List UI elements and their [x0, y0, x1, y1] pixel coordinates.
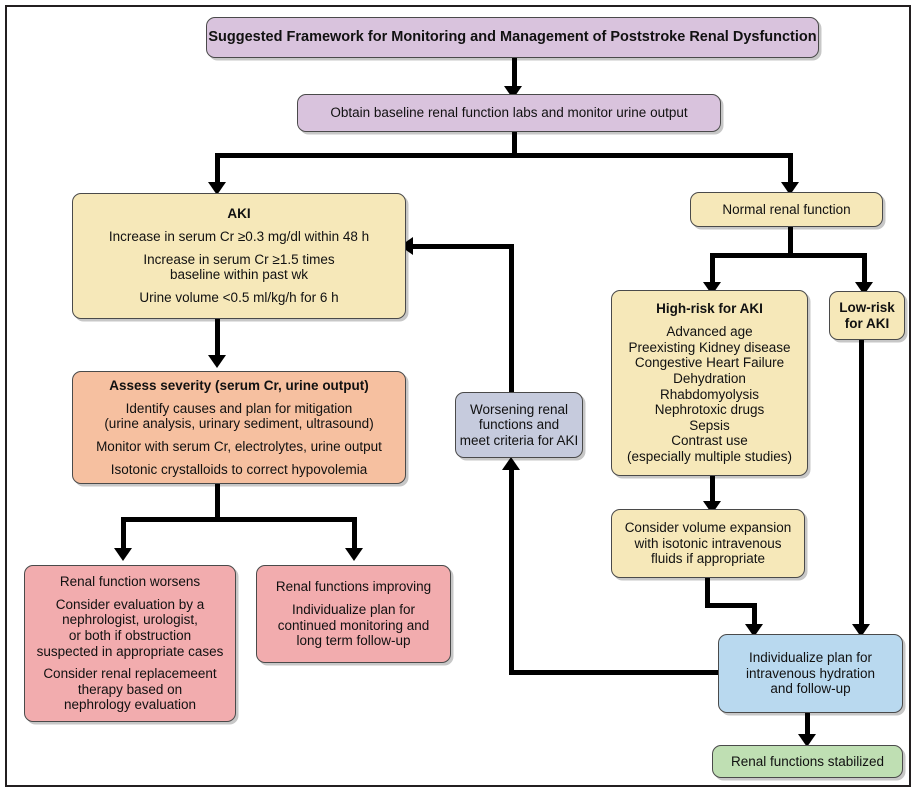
connector-assess-stem: [215, 484, 220, 521]
node-high-risk-item-7: Sepsis: [689, 417, 730, 433]
connector-plan-to-stabilized: [805, 713, 810, 740]
node-worsens-line-1: Renal function worsens: [59, 573, 201, 589]
connector-volume-elbow: [705, 603, 757, 608]
connector-low-risk-to-plan: [859, 340, 864, 632]
connector-feedback-vertical: [509, 244, 514, 392]
node-low-risk-line-1: Low-risk: [839, 299, 895, 315]
arrowhead-plan-to-stabilized: [798, 734, 816, 747]
node-renal-functions-stabilized[interactable]: Renal functions stabilized: [712, 745, 903, 778]
node-worsens-line-2: Consider evaluation by a: [55, 596, 205, 612]
node-renal-functions-improving[interactable]: Renal functions improving Individualize …: [256, 565, 451, 663]
node-high-risk-item-3: Congestive Heart Failure: [634, 355, 785, 371]
node-high-risk-for-aki[interactable]: High-risk for AKI Advanced age Preexisti…: [611, 290, 808, 476]
node-worsening-criteria-line-3: meet criteria for AKI: [459, 432, 579, 448]
node-assess-line-1: Identify causes and plan for mitigation: [125, 400, 353, 416]
node-individualize-plan[interactable]: Individualize plan for intravenous hydra…: [718, 634, 903, 713]
connector-baseline-split-bar: [215, 153, 793, 158]
node-worsens-line-4: or both if obstruction: [68, 627, 192, 643]
node-high-risk-heading: High-risk for AKI: [656, 301, 763, 317]
node-assess-heading: Assess severity (serum Cr, urine output): [109, 377, 369, 393]
connector-to-aki: [215, 153, 220, 188]
connector-normal-stem: [788, 227, 793, 257]
node-obtain-baseline-text: Obtain baseline renal function labs and …: [330, 105, 688, 121]
node-low-risk-line-2: for AKI: [844, 315, 890, 331]
node-high-risk-item-5: Rhabdomyolysis: [659, 386, 760, 402]
connector-volume-stem: [705, 578, 710, 608]
node-obtain-baseline[interactable]: Obtain baseline renal function labs and …: [297, 94, 721, 132]
node-worsens-line-7: therapy based on: [77, 681, 183, 697]
node-worsens-line-5: suspected in appropriate cases: [36, 643, 224, 659]
connector-plan-feedback-horizontal: [509, 670, 721, 675]
arrowhead-volume-to-plan: [745, 624, 763, 637]
node-worsens-line-6: Consider renal replacemeent: [43, 666, 217, 682]
node-worsening-criteria-line-1: Worsening renal: [469, 401, 569, 417]
node-worsening-criteria-line-2: functions and: [478, 417, 560, 433]
node-worsening-criteria[interactable]: Worsening renal functions and meet crite…: [455, 392, 583, 458]
arrowhead-to-aki: [208, 182, 226, 195]
node-assess-line-3: Monitor with serum Cr, electrolytes, uri…: [96, 438, 382, 454]
arrowhead-aki-to-assess: [208, 355, 226, 368]
node-low-risk-for-aki[interactable]: Low-risk for AKI: [829, 291, 905, 340]
node-normal-renal-function[interactable]: Normal renal function: [690, 192, 883, 227]
node-aki-line-3: baseline within past wk: [169, 267, 309, 283]
node-high-risk-item-9: (especially multiple studies): [626, 449, 793, 465]
node-individualize-line-1: Individualize plan for: [748, 650, 873, 666]
node-high-risk-item-8: Contrast use: [671, 433, 748, 449]
connector-plan-feedback-vertical: [509, 468, 514, 675]
connector-to-low-risk: [862, 253, 867, 287]
connector-baseline-stem: [512, 131, 517, 158]
arrowhead-to-normal: [781, 182, 799, 195]
node-improving-line-3: continued monitoring and: [277, 617, 430, 633]
node-aki-heading: AKI: [227, 206, 251, 222]
node-improving-line-4: long term follow-up: [296, 633, 411, 649]
node-high-risk-item-2: Preexisting Kidney disease: [628, 339, 791, 355]
node-high-risk-item-4: Dehydration: [673, 370, 746, 386]
node-stabilized-text: Renal functions stabilized: [730, 753, 885, 769]
connector-volume-drop: [752, 603, 757, 629]
node-title[interactable]: Suggested Framework for Monitoring and M…: [206, 17, 819, 58]
node-consider-volume-expansion[interactable]: Consider volume expansion with isotonic …: [611, 509, 805, 578]
node-aki[interactable]: AKI Increase in serum Cr ≥0.3 mg/dl with…: [72, 193, 406, 319]
node-volume-line-2: with isotonic intravenous: [634, 535, 782, 551]
connector-aki-to-assess: [215, 318, 220, 360]
connector-to-improving: [352, 517, 357, 553]
connector-high-risk-to-volume: [710, 476, 715, 506]
connector-to-worsens: [121, 517, 126, 553]
node-individualize-line-3: and follow-up: [770, 681, 851, 697]
connector-title-to-baseline: [512, 57, 517, 93]
connector-to-normal: [788, 153, 793, 188]
arrowhead-to-improving: [345, 548, 363, 561]
node-assess-severity[interactable]: Assess severity (serum Cr, urine output)…: [72, 371, 406, 484]
node-worsens-line-3: nephrologist, urologist,: [62, 612, 198, 628]
node-worsens-line-8: nephrology evaluation: [63, 697, 197, 713]
node-normal-text: Normal renal function: [722, 201, 851, 217]
connector-feedback-horizontal: [412, 244, 512, 249]
node-individualize-line-2: intravenous hydration: [745, 665, 876, 681]
node-volume-line-1: Consider volume expansion: [624, 520, 792, 536]
node-volume-line-3: fluids if appropriate: [650, 551, 766, 567]
node-renal-function-worsens[interactable]: Renal function worsens Consider evaluati…: [24, 565, 236, 722]
node-assess-line-4: Isotonic crystalloids to correct hypovol…: [110, 461, 368, 477]
arrowhead-plan-feedback-up: [502, 457, 520, 470]
arrowhead-low-risk-to-plan: [852, 624, 870, 637]
arrowhead-to-worsens: [114, 548, 132, 561]
node-aki-line-2: Increase in serum Cr ≥1.5 times: [143, 251, 335, 267]
node-high-risk-item-1: Advanced age: [666, 323, 753, 339]
node-improving-line-2: Individualize plan for: [291, 601, 416, 617]
node-high-risk-item-6: Nephrotoxic drugs: [654, 402, 765, 418]
node-aki-line-1: Increase in serum Cr ≥0.3 mg/dl within 4…: [108, 229, 370, 244]
connector-assess-split-bar: [121, 517, 357, 522]
connector-to-high-risk: [710, 253, 715, 287]
node-improving-line-1: Renal functions improving: [275, 579, 432, 595]
connector-normal-split-bar: [710, 253, 867, 258]
node-assess-line-2: (urine analysis, urinary sediment, ultra…: [104, 416, 374, 432]
node-title-text: Suggested Framework for Monitoring and M…: [208, 29, 817, 46]
node-aki-line-4: Urine volume <0.5 ml/kg/h for 6 h: [139, 290, 339, 305]
